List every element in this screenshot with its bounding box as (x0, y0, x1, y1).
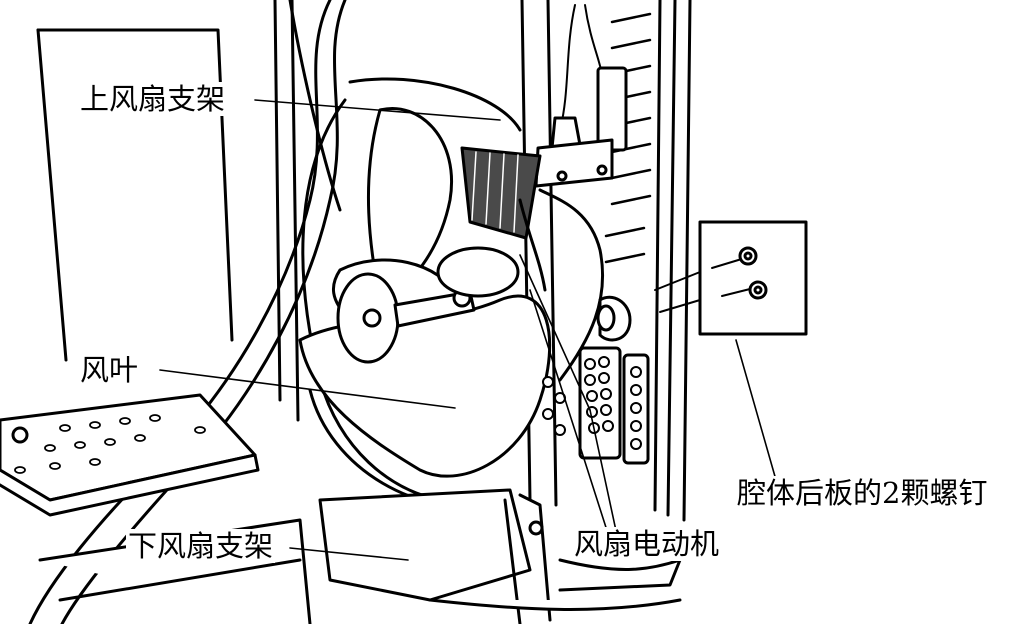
left-cabinet-panel (36, 0, 300, 422)
label-fan-blade: 风叶 (78, 353, 141, 387)
motor-coil (460, 146, 542, 240)
leader-lower-bracket (289, 547, 409, 561)
fan-hub (336, 272, 476, 364)
leader-fan-motor-1 (519, 254, 591, 411)
screws-inset (654, 220, 808, 336)
label-rear-panel-screws: 腔体后板的2颗螺钉 (735, 476, 990, 510)
label-fan-motor: 风扇电动机 (572, 527, 722, 561)
leader-screws (735, 339, 777, 481)
leader-lines (159, 99, 777, 561)
leader-upper-bracket (254, 99, 501, 121)
fan-motor (436, 246, 632, 342)
label-lower-fan-bracket: 下风扇支架 (126, 529, 276, 563)
leader-fan-motor-3 (529, 289, 611, 541)
leader-fan-motor-2 (589, 409, 619, 541)
leader-fan-blade (159, 369, 456, 409)
magnetron-base (0, 393, 260, 517)
thermal-sensor (534, 4, 628, 188)
vent-hole-panels (542, 346, 650, 465)
label-upper-fan-bracket: 上风扇支架 (78, 82, 228, 116)
